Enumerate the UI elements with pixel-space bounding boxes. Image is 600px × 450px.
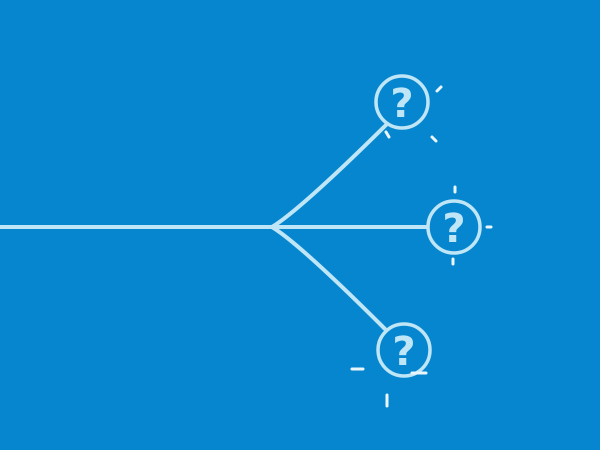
question-node-middle: ? [426,185,493,266]
question-node-lower: ? [350,322,432,408]
question-mark-circle-icon [426,199,482,255]
spark-mark [430,135,438,143]
question-node-upper: ? [374,74,443,143]
spark-mark [384,130,391,139]
question-mark: ? [442,206,465,252]
question-mark: ? [392,329,415,375]
question-mark-circle-icon [374,74,430,130]
branch-line-lower [270,225,388,332]
question-mark: ? [390,81,413,127]
branch-line-upper [270,123,388,229]
spark-mark [435,85,443,93]
question-mark-circle-icon [376,322,432,378]
